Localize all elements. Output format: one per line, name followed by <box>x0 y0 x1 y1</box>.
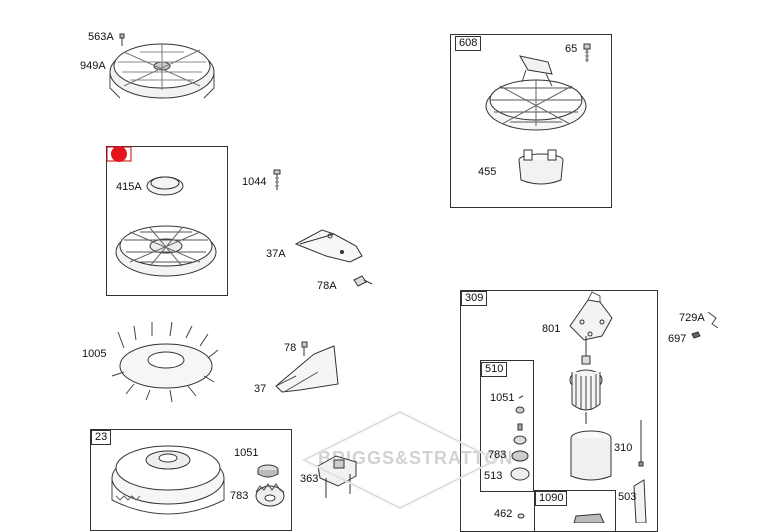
box-608-label: 608 <box>455 36 482 51</box>
gear-783-icon <box>255 483 285 507</box>
label-1051-23: 1051 <box>234 447 259 459</box>
label-513: 513 <box>484 470 503 482</box>
box-510 <box>480 360 534 492</box>
label-37A: 37A <box>266 248 286 260</box>
label-1051-510: 1051 <box>490 392 515 404</box>
box-608 <box>450 34 612 208</box>
label-37: 37 <box>254 383 267 395</box>
screw-462-icon <box>517 513 525 519</box>
label-415A: 415A <box>116 181 142 193</box>
fan-housing-949A-icon <box>109 43 215 99</box>
label-729A: 729A <box>679 312 705 324</box>
ring-415A-icon <box>146 176 184 196</box>
label-462: 462 <box>494 508 513 520</box>
screw-78-icon <box>301 341 308 356</box>
label-363: 363 <box>300 473 319 485</box>
bracket-503-icon <box>633 479 647 523</box>
box-309-label: 309 <box>461 291 488 306</box>
label-563A: 563A <box>88 31 114 43</box>
bracket-801-icon <box>569 291 613 341</box>
deflector-37-icon <box>275 345 339 393</box>
flywheel-23-icon <box>111 445 225 515</box>
cup-455-icon <box>518 149 564 185</box>
coil-363-icon <box>317 455 357 498</box>
rewind-starter-608-icon <box>485 55 587 131</box>
kit-box-red <box>106 146 228 296</box>
label-697: 697 <box>668 333 687 345</box>
screw-78A-icon <box>353 275 373 287</box>
label-78A: 78A <box>317 280 337 292</box>
watermark-shield-icon <box>301 410 499 510</box>
label-455: 455 <box>478 166 497 178</box>
label-801: 801 <box>542 323 561 335</box>
box-510-label: 510 <box>481 362 508 377</box>
bolt-563A-icon <box>119 33 125 46</box>
bolt-65-icon <box>583 43 591 62</box>
rewind-screen-icon <box>115 225 217 277</box>
kit-marker-icon <box>106 146 132 162</box>
armature-icon <box>569 336 603 424</box>
fan-1005-icon <box>111 321 219 403</box>
label-783-23: 783 <box>230 490 249 502</box>
box-23-label: 23 <box>91 430 112 445</box>
label-503: 503 <box>618 491 637 503</box>
label-949A: 949A <box>80 60 106 72</box>
clip-729A-icon <box>707 311 719 329</box>
label-1005: 1005 <box>82 348 107 360</box>
clutch-1051-icon <box>257 464 279 478</box>
watermark: BRIGGS&STRATTON <box>318 448 514 468</box>
bolt-1044-icon <box>273 169 281 190</box>
label-65: 65 <box>565 43 578 55</box>
label-783-510: 783 <box>488 449 507 461</box>
bracket-37A-icon <box>294 229 363 263</box>
box-1090-label: 1090 <box>535 491 568 506</box>
label-310: 310 <box>614 442 633 454</box>
screw-697-icon <box>691 331 701 339</box>
end-cap-1090-icon <box>573 513 605 523</box>
label-1044: 1044 <box>242 176 267 188</box>
starter-housing-310-icon <box>570 420 644 481</box>
drive-components-510-icon <box>510 395 530 481</box>
label-78: 78 <box>284 342 297 354</box>
